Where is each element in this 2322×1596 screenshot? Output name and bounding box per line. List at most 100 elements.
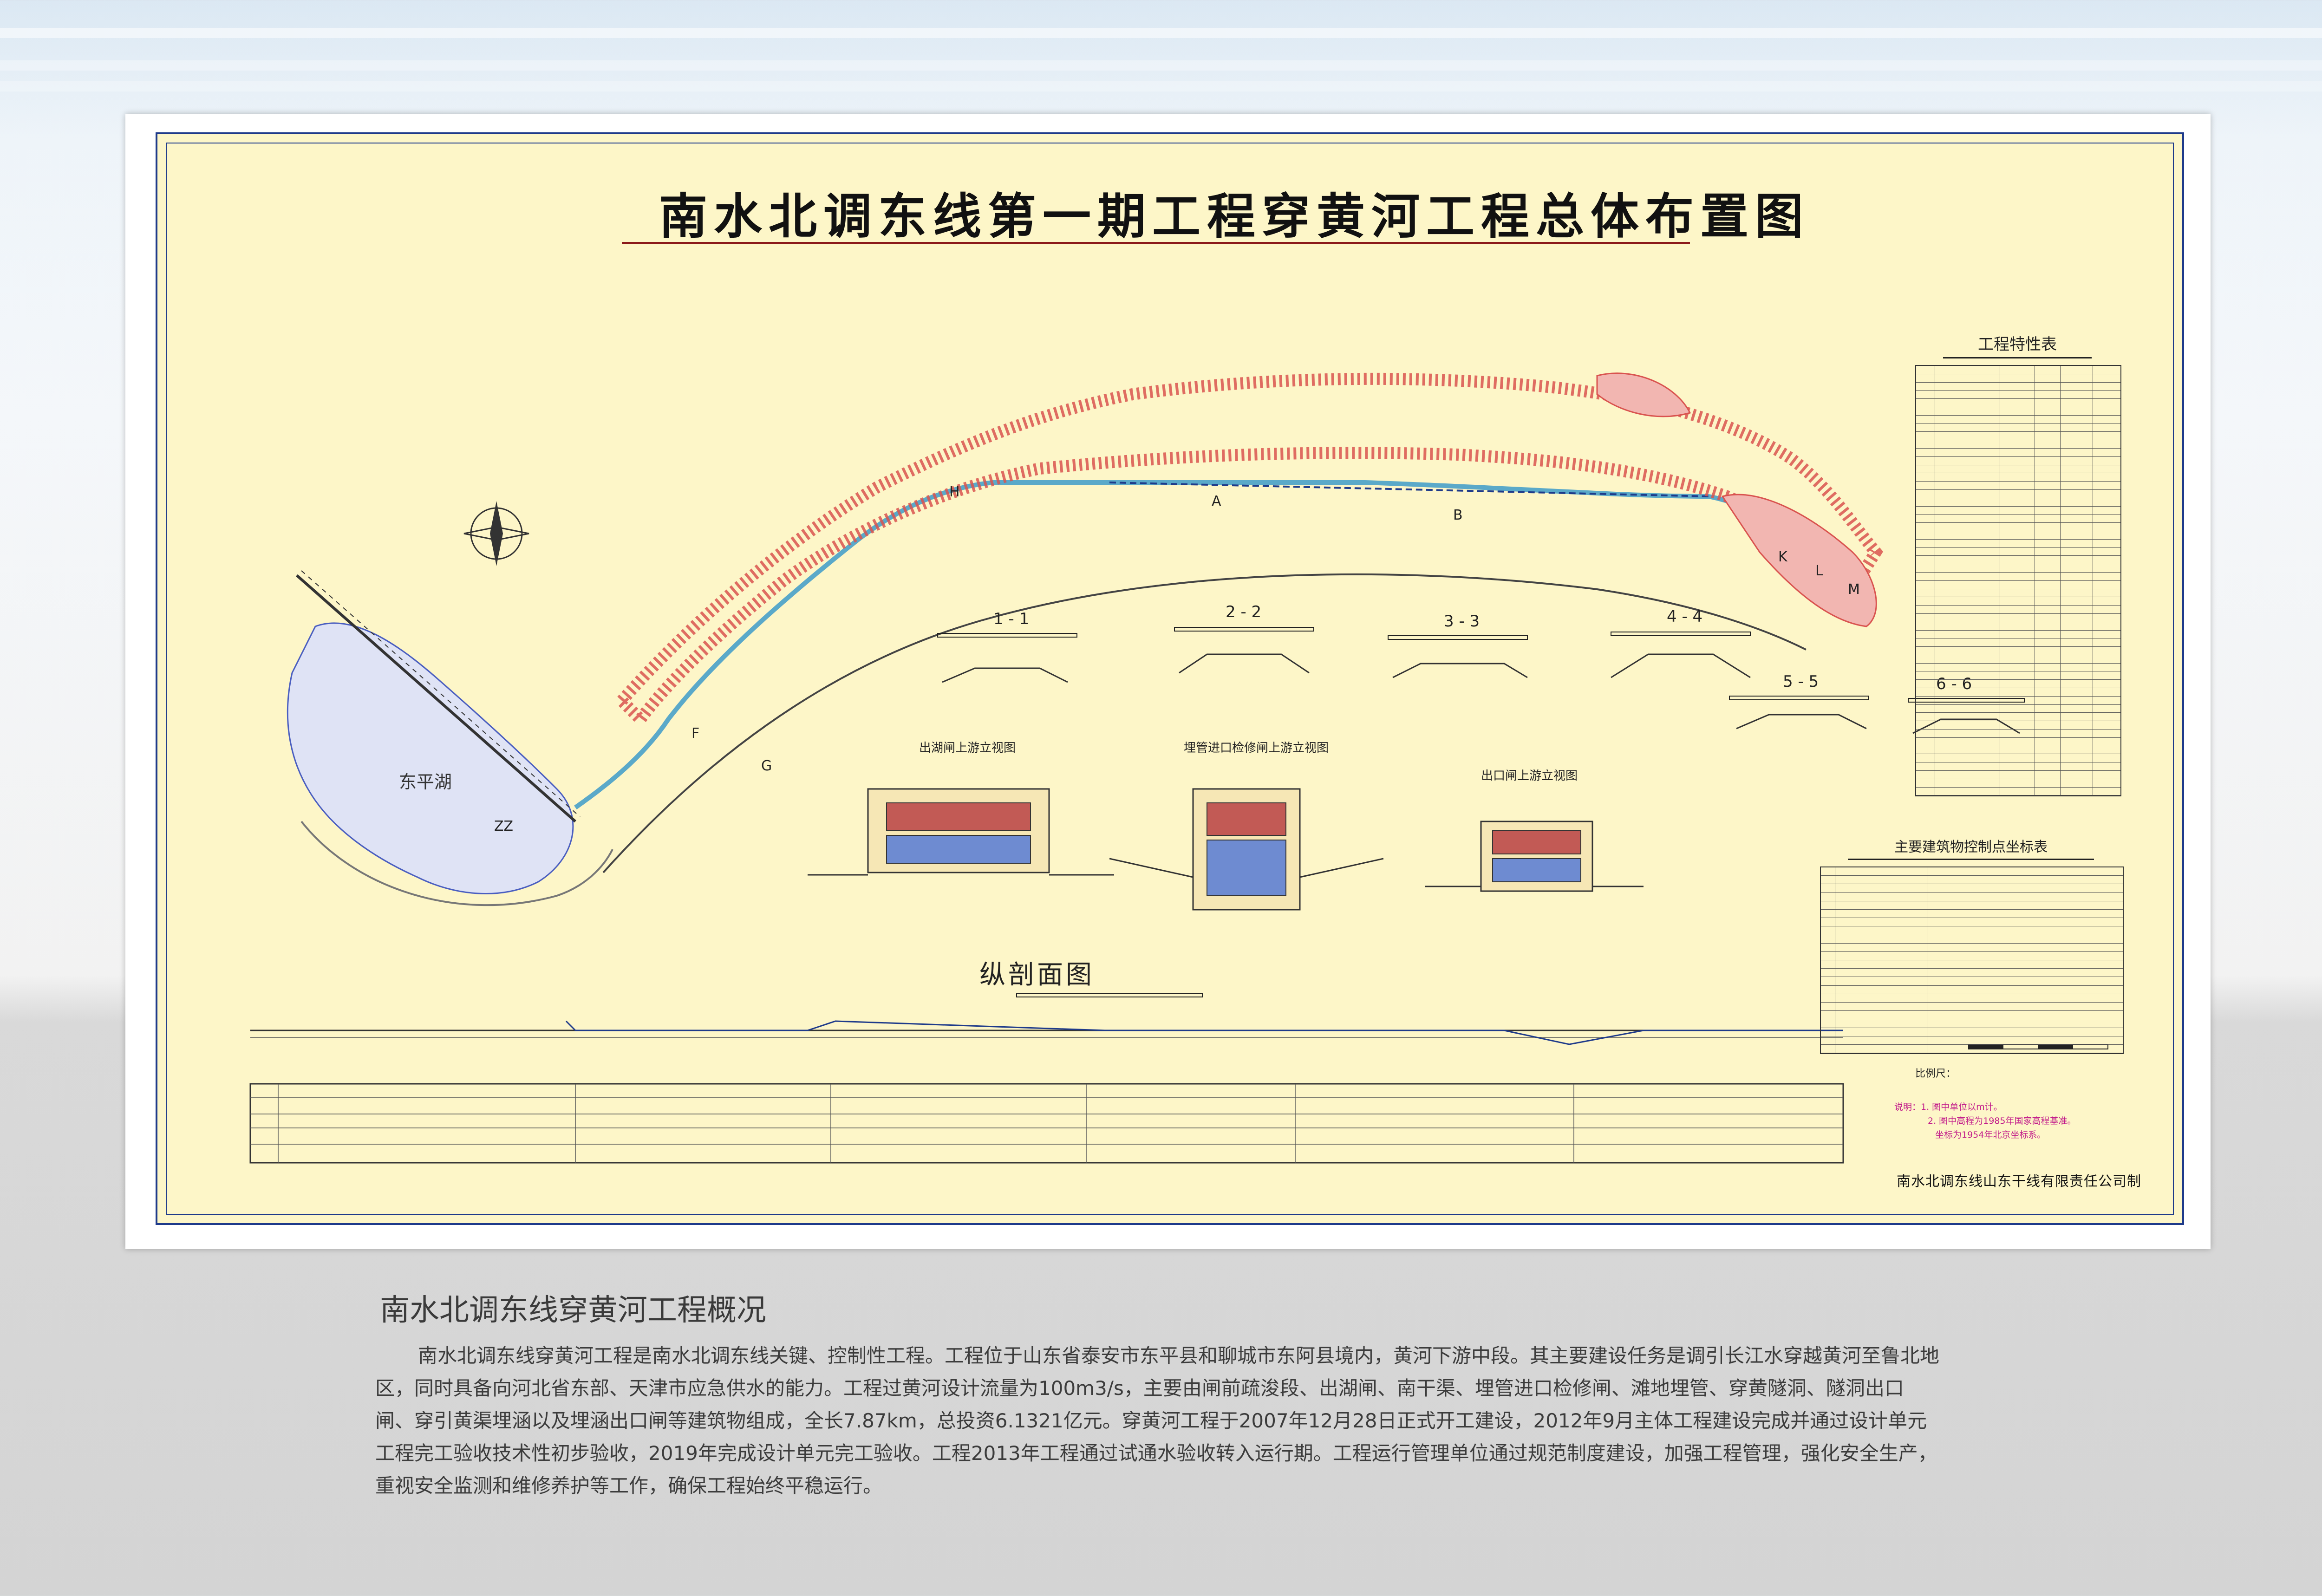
dongping-lake	[287, 622, 574, 894]
map-maker: 南水北调东线山东干线有限责任公司制	[1897, 1173, 2141, 1190]
table-row	[1916, 730, 2120, 738]
table-row	[1916, 564, 2120, 573]
table-row	[1821, 892, 2123, 901]
route-label-g: G	[761, 758, 772, 774]
table-row	[1916, 589, 2120, 598]
route-label-k: K	[1778, 549, 1788, 565]
table-row	[1916, 572, 2120, 581]
table-row	[1821, 1019, 2123, 1028]
section-1-label: 1 - 1	[993, 610, 1029, 628]
route-label-a: A	[1212, 493, 1221, 509]
properties-table-title: 工程特性表	[1978, 335, 2057, 354]
note-line: 2. 图中高程为1985年国家高程基准。	[1928, 1116, 2076, 1126]
table-row	[1916, 432, 2120, 441]
map-drawing: H A B K L M F G ZZ 东平湖 1 - 1 2 - 2 3 - 3	[249, 372, 2108, 1164]
table-row	[1821, 969, 2123, 977]
table-row	[1821, 1028, 2123, 1036]
table-row	[1916, 515, 2120, 523]
yellow-river-embankment	[602, 573, 1807, 873]
table-row	[1821, 901, 2123, 910]
section-3-label: 3 - 3	[1444, 612, 1480, 631]
map-inner-frame	[166, 143, 2174, 1215]
table-row	[1821, 985, 2123, 994]
table-row	[1916, 391, 2120, 399]
table-row	[1916, 382, 2120, 391]
note-line: 说明：1. 图中单位以m计。	[1894, 1102, 2002, 1112]
route-label-h: H	[949, 484, 960, 500]
caption-title: 南水北调东线穿黄河工程概况	[380, 1293, 766, 1328]
elevation-3-title: 出口闸上游立视图	[1481, 769, 1578, 783]
table-row	[1821, 909, 2123, 919]
table-row	[1916, 440, 2120, 449]
coordinates-table-underline	[1848, 859, 2094, 860]
table-row	[1916, 606, 2120, 614]
table-row	[1916, 630, 2120, 639]
caption-body: 南水北调东线穿黄河工程是南水北调东线关键、控制性工程。工程位于山东省泰安市东平县…	[375, 1344, 1940, 1497]
table-row	[1916, 498, 2120, 507]
route-label-b: B	[1453, 507, 1463, 523]
elevation-1-title: 出湖闸上游立视图	[919, 741, 1016, 755]
table-row	[1916, 613, 2120, 622]
table-row	[1916, 647, 2120, 655]
table-row	[1916, 671, 2120, 680]
map-title: 南水北调东线第一期工程穿黄河工程总体布置图	[659, 188, 1810, 245]
table-row	[1821, 951, 2123, 961]
table-row	[1916, 423, 2120, 432]
table-row	[1916, 655, 2120, 664]
table-row	[1916, 407, 2120, 416]
railway-line	[296, 574, 576, 823]
compass-icon	[463, 501, 529, 566]
table-row	[1916, 688, 2120, 697]
table-row	[1821, 918, 2123, 927]
section-4-label: 4 - 4	[1667, 607, 1702, 626]
table-row	[1916, 762, 2120, 771]
table-row	[1916, 754, 2120, 763]
elevation-2-title: 埋管进口检修闸上游立视图	[1184, 741, 1329, 755]
table-row	[1821, 1003, 2123, 1011]
table-row	[1916, 713, 2120, 722]
section-5-label: 5 - 5	[1783, 672, 1819, 691]
table-row	[1916, 547, 2120, 556]
table-row	[1916, 374, 2120, 383]
longitudinal-profile	[249, 993, 1844, 1164]
table-row	[1916, 531, 2120, 540]
table-row	[1821, 1044, 2123, 1054]
table-row	[1916, 506, 2120, 515]
properties-table-grid	[1915, 365, 2121, 797]
coordinates-table-title: 主要建筑物控制点坐标表	[1894, 839, 2048, 855]
route-label-m: M	[1848, 581, 1860, 598]
layout-map: 南水北调东线第一期工程穿黄河工程总体布置图	[156, 132, 2184, 1225]
table-row	[1916, 523, 2120, 531]
table-row	[1916, 779, 2120, 788]
table-row	[1821, 867, 2123, 876]
profile-title: 纵剖面图	[979, 960, 1095, 990]
properties-table: 工程特性表	[1915, 332, 2121, 797]
table-row	[1821, 935, 2123, 944]
sky-stripe	[0, 28, 2322, 38]
table-row	[1916, 399, 2120, 407]
table-row	[1916, 456, 2120, 465]
table-row	[1916, 746, 2120, 755]
table-row	[1916, 696, 2120, 705]
table-row	[1916, 539, 2120, 548]
note-line: 坐标为1954年北京坐标系。	[1935, 1130, 2046, 1140]
table-row	[1916, 597, 2120, 606]
route-label-l: L	[1815, 563, 1823, 579]
title-underline	[622, 242, 1690, 244]
sky-stripe	[0, 60, 2322, 71]
table-row	[1916, 721, 2120, 730]
coordinates-table: 主要建筑物控制点坐标表	[1820, 835, 2124, 1055]
table-row	[1916, 482, 2120, 490]
table-row	[1916, 366, 2120, 374]
table-row	[1916, 556, 2120, 565]
scale-label: 比例尺：	[1915, 1068, 1957, 1080]
table-row	[1916, 680, 2120, 689]
section-6-label: 6 - 6	[1936, 675, 1972, 693]
table-row	[1821, 1036, 2123, 1045]
lake-dike	[300, 821, 613, 906]
lake-label: 东平湖	[399, 772, 452, 792]
section-2-label: 2 - 2	[1226, 603, 1261, 621]
table-row	[1821, 1011, 2123, 1020]
elevation-views: 出湖闸上游立视图 埋管进口检修闸上游立视图 出口闸上游立视图	[808, 741, 1644, 911]
table-row	[1916, 580, 2120, 589]
